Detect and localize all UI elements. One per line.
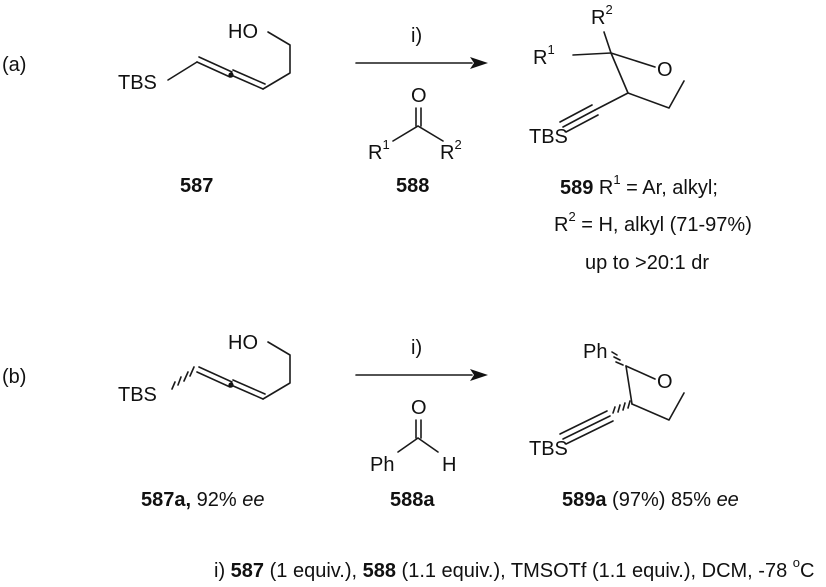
hashed-bond bbox=[171, 366, 195, 390]
product-589-line3: up to >20:1 dr bbox=[585, 252, 709, 274]
carbonyl-oxygen: O bbox=[411, 85, 427, 107]
reaction-arrow-a bbox=[355, 57, 488, 69]
conditions-footnote: i) 587 (1 equiv.), 588 (1.1 equiv.), TMS… bbox=[214, 555, 814, 582]
hydroxyl-label: HO bbox=[228, 21, 258, 43]
product-589-line1: 589 R1 = Ar, alkyl; bbox=[560, 172, 718, 199]
condition-label-b: i) bbox=[411, 337, 422, 359]
chain-bonds bbox=[262, 31, 291, 90]
product-phenyl: Ph bbox=[583, 341, 607, 363]
compound-589a-structure: Ph O TBS bbox=[529, 341, 685, 460]
hydroxyl-label-b: HO bbox=[228, 332, 258, 354]
hashed-bond-ph bbox=[611, 351, 624, 366]
product-r1: R1 bbox=[533, 42, 555, 69]
tbs-label-b: TBS bbox=[118, 384, 157, 406]
compound-587-number: 587 bbox=[180, 175, 213, 197]
product-r2: R2 bbox=[591, 2, 613, 29]
compound-587a-caption: 587a, 92% ee bbox=[141, 489, 264, 511]
ring-oxygen-b: O bbox=[657, 371, 673, 393]
allene-double-bond-1 bbox=[196, 56, 233, 78]
compound-588-structure: O R1 R2 bbox=[368, 85, 462, 164]
compound-587-structure: TBS HO bbox=[118, 21, 291, 94]
product-589-line2: R2 = H, alkyl (71-97%) bbox=[554, 209, 752, 236]
si-allene-bond bbox=[167, 61, 198, 81]
compound-588a-number: 588a bbox=[390, 489, 435, 511]
product-tbs: TBS bbox=[529, 126, 568, 148]
triple-bond bbox=[559, 104, 599, 133]
compound-589-structure: R2 R1 O TBS bbox=[529, 2, 685, 148]
reaction-arrow-b bbox=[355, 369, 488, 381]
compound-588-number: 588 bbox=[396, 175, 429, 197]
r2-group: R2 bbox=[440, 137, 462, 164]
allene-double-bond-2 bbox=[230, 69, 266, 90]
product-tbs-b: TBS bbox=[529, 438, 568, 460]
phenyl-group: Ph bbox=[370, 454, 394, 476]
hashed-bond-alkyne bbox=[612, 400, 631, 414]
aldehyde-oxygen: O bbox=[411, 397, 427, 419]
condition-label-a: i) bbox=[411, 25, 422, 47]
panel-a-label: (a) bbox=[2, 54, 26, 76]
aldehyde-h: H bbox=[442, 454, 456, 476]
product-589a-caption: 589a (97%) 85% ee bbox=[562, 489, 739, 511]
panel-b-label: (b) bbox=[2, 366, 26, 388]
ring-oxygen: O bbox=[657, 59, 673, 81]
r1-group: R1 bbox=[368, 137, 390, 164]
compound-588a-structure: O Ph H bbox=[370, 397, 456, 476]
compound-587a-structure: TBS HO bbox=[118, 332, 291, 406]
tbs-label: TBS bbox=[118, 72, 157, 94]
